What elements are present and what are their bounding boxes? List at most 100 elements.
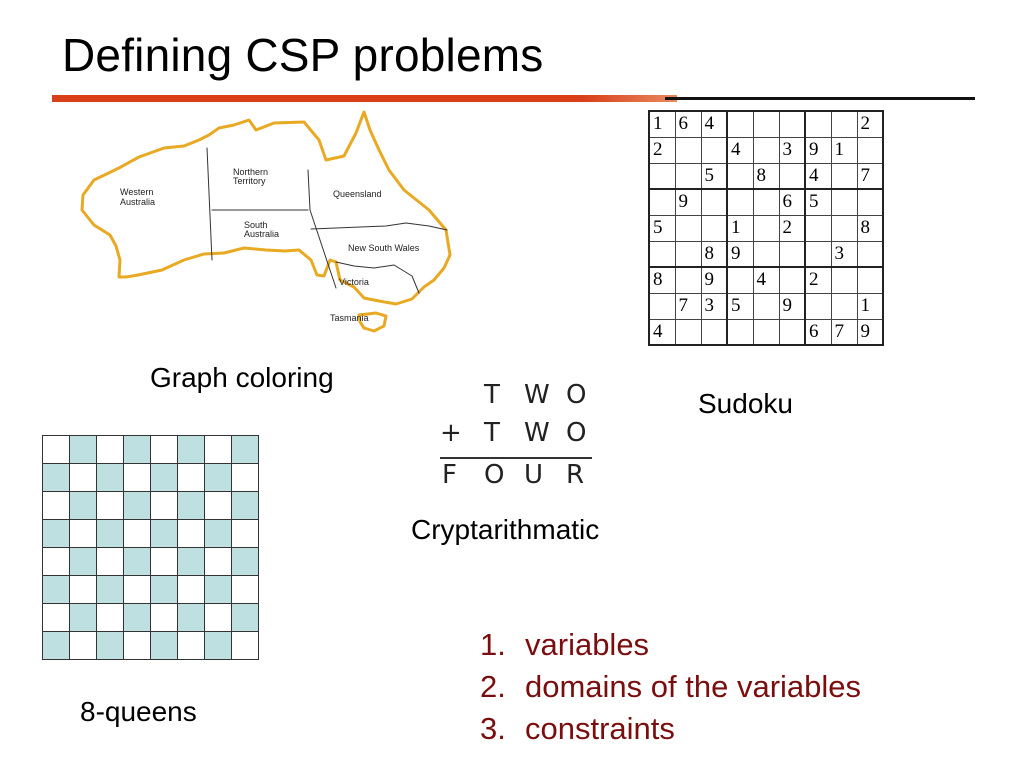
sudoku-cell: 1 xyxy=(830,136,858,164)
sudoku-cell: 7 xyxy=(674,292,702,320)
sudoku-cell xyxy=(778,240,806,268)
sudoku-cell xyxy=(804,214,832,242)
board-row xyxy=(42,547,259,576)
crypto-letter: W xyxy=(524,380,550,410)
board-row xyxy=(42,603,259,632)
region-label-tasmania: Tasmania xyxy=(330,313,369,323)
sudoku-cell xyxy=(700,188,728,216)
board-square xyxy=(150,603,178,632)
sudoku-cell xyxy=(726,162,754,190)
sudoku-cell xyxy=(830,214,858,242)
sudoku-cell xyxy=(726,110,754,138)
board-square xyxy=(177,631,205,660)
sudoku-cell: 2 xyxy=(804,266,832,294)
region-label-northern-territory: Northern Territory xyxy=(233,167,271,186)
sudoku-cell: 8 xyxy=(752,162,780,190)
sudoku-cell: 8 xyxy=(856,214,884,242)
board-square xyxy=(69,519,97,548)
board-square xyxy=(42,435,70,464)
crypto-letter: O xyxy=(566,380,587,410)
sudoku-cell xyxy=(674,214,702,242)
sudoku-cell: 8 xyxy=(700,240,728,268)
sudoku-cell xyxy=(804,110,832,138)
sudoku-cell xyxy=(752,136,780,164)
board-square xyxy=(96,463,124,492)
sudoku-cell xyxy=(830,162,858,190)
board-square xyxy=(96,575,124,604)
board-square xyxy=(69,547,97,576)
sudoku-cell xyxy=(674,136,702,164)
crypto-letter: T xyxy=(484,380,500,410)
sudoku-cell: 4 xyxy=(752,266,780,294)
board-square xyxy=(231,463,259,492)
board-row xyxy=(42,491,259,520)
sudoku-cell xyxy=(752,214,780,242)
board-row xyxy=(42,463,259,492)
sudoku-cell: 9 xyxy=(778,292,806,320)
sudoku-cell xyxy=(856,266,884,294)
sudoku-cell: 7 xyxy=(856,162,884,190)
board-square xyxy=(231,435,259,464)
sudoku-cell xyxy=(700,136,728,164)
board-square xyxy=(150,435,178,464)
board-square xyxy=(204,575,232,604)
sudoku-cell xyxy=(830,110,858,138)
board-row xyxy=(42,631,259,660)
board-square xyxy=(69,603,97,632)
sudoku-cell xyxy=(648,240,676,268)
graph-coloring-caption: Graph coloring xyxy=(150,362,334,393)
board-square xyxy=(96,491,124,520)
sudoku-cell xyxy=(700,214,728,242)
sudoku-cell: 6 xyxy=(804,318,832,346)
sudoku-cell xyxy=(856,136,884,164)
board-square xyxy=(204,491,232,520)
cryptarithmetic-puzzle: T W O + T W O F O U R xyxy=(438,380,594,498)
sudoku-cell xyxy=(674,240,702,268)
sudoku-cell xyxy=(752,110,780,138)
crypto-letter: O xyxy=(566,418,587,448)
sudoku-cell xyxy=(778,110,806,138)
list-item: 1.variables xyxy=(480,627,650,662)
cryptarithmetic-caption: Cryptarithmatic xyxy=(411,514,600,545)
board-square xyxy=(96,603,124,632)
board-square xyxy=(42,463,70,492)
sudoku-cell xyxy=(752,318,780,346)
sudoku-cell: 8 xyxy=(648,266,676,294)
board-square xyxy=(123,491,151,520)
crypto-letter: W xyxy=(524,418,550,448)
region-label-new-south-wales: New South Wales xyxy=(348,243,420,253)
tasmania-outline xyxy=(357,311,388,333)
board-square xyxy=(123,631,151,660)
board-square xyxy=(177,603,205,632)
sudoku-cell: 7 xyxy=(830,318,858,346)
board-square xyxy=(204,603,232,632)
board-square xyxy=(204,631,232,660)
board-square xyxy=(96,547,124,576)
sudoku-cell xyxy=(726,318,754,346)
board-square xyxy=(177,435,205,464)
sudoku-cell xyxy=(752,240,780,268)
board-square xyxy=(204,519,232,548)
sudoku-cell xyxy=(648,162,676,190)
board-square xyxy=(42,631,70,660)
queens-caption: 8-queens xyxy=(80,696,197,727)
sudoku-cell: 3 xyxy=(830,240,858,268)
board-square xyxy=(150,463,178,492)
sudoku-cell xyxy=(856,188,884,216)
board-square xyxy=(177,519,205,548)
board-square xyxy=(123,603,151,632)
board-square xyxy=(123,519,151,548)
csp-components-list: 1.variables 2.domains of the variables 3… xyxy=(480,624,861,750)
sudoku-cell xyxy=(648,188,676,216)
sudoku-cell xyxy=(778,162,806,190)
board-square xyxy=(204,463,232,492)
sudoku-cell: 2 xyxy=(778,214,806,242)
sudoku-cell: 9 xyxy=(674,188,702,216)
board-square xyxy=(150,631,178,660)
board-square xyxy=(42,603,70,632)
board-square xyxy=(69,435,97,464)
